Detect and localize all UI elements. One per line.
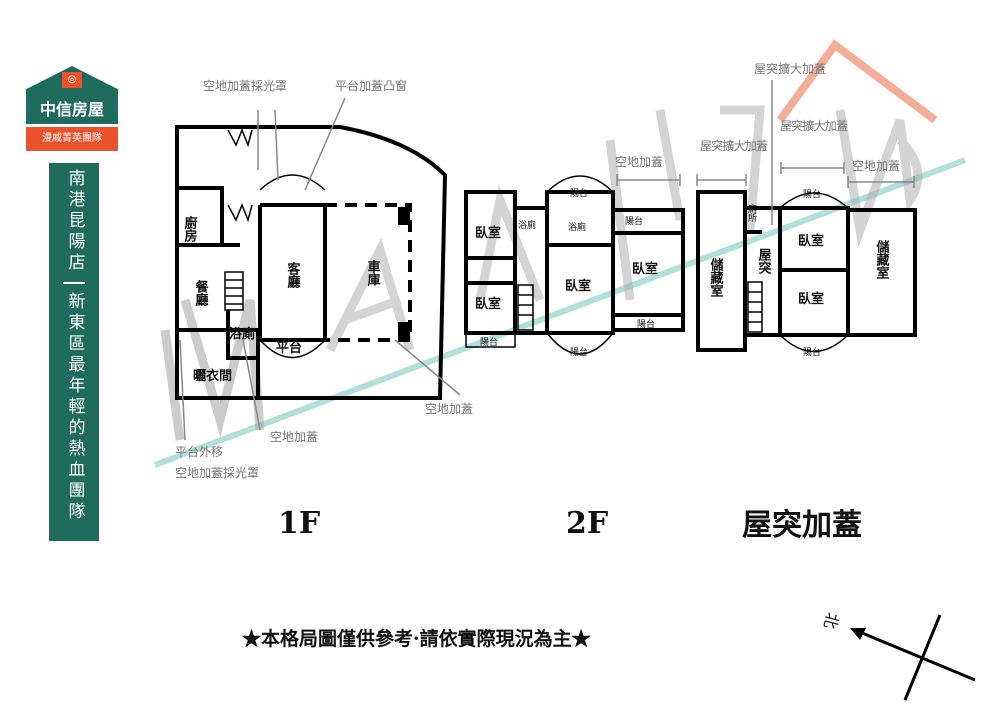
room-platform: 平台 xyxy=(276,340,302,356)
room-storage-left: 儲藏室 xyxy=(708,257,725,298)
room-bath-2f-b: 浴廁 xyxy=(568,221,586,233)
rooftop-plan: 儲藏室 儲藏室 臥室 臥室 屋突 廁所 陽台 陽台 屋突擴大加蓋 屋突擴大加蓋 … xyxy=(696,61,917,358)
note-bay-window: 平台加蓋凸窗 xyxy=(335,78,407,93)
room-kitchen: 廚房 xyxy=(182,215,198,243)
room-bedroom-2f-b: 臥室 xyxy=(475,296,501,312)
room-bedroom-2f-d: 臥室 xyxy=(632,261,658,277)
divider xyxy=(63,282,85,284)
note-expand-left: 屋突擴大加蓋 xyxy=(700,138,768,153)
note-skylight-top: 空地加蓋採光罩 xyxy=(203,79,287,93)
note-vacant-2f: 空地加蓋 xyxy=(615,155,663,169)
note-skylight-bottom: 空地加蓋採光罩 xyxy=(175,466,259,480)
floor-2-plan: 臥室 臥室 臥室 臥室 浴廁 浴廁 陽台 陽台 陽台 陽台 陽台 空地加蓋 xyxy=(464,155,685,358)
disclaimer: ★本格局圖僅供參考·請依實際現況為主★ xyxy=(242,627,591,650)
note-vacant-bottom: 空地加蓋 xyxy=(270,430,318,444)
room-bedroom-2f-a: 臥室 xyxy=(475,225,501,241)
watermark xyxy=(153,39,967,468)
title-rooftop: 屋突加蓋 xyxy=(742,508,862,543)
compass-icon: 北 xyxy=(820,611,976,701)
note-vacant-right: 空地加蓋 xyxy=(425,402,473,416)
room-storage-right: 儲藏室 xyxy=(874,239,891,280)
note-expand-top: 屋突擴大加蓋 xyxy=(754,61,826,76)
brand-name: 中信房屋 xyxy=(39,100,104,119)
title-2f: 2F xyxy=(566,506,608,541)
floor-1-plan: 廚房 餐廳 客廳 車庫 浴廁 平台 曬衣間 空地加蓋採光罩 平台加蓋凸窗 空地加… xyxy=(175,78,473,480)
stairs xyxy=(224,271,244,311)
stairs-roof xyxy=(747,281,763,333)
room-balcony-2f-right-b: 陽台 xyxy=(637,318,655,330)
logo-icon: ◎ xyxy=(62,72,82,88)
brand-logo: ◎ 中信房屋 漫威菁英團隊 xyxy=(26,66,118,151)
compass-north: 北 xyxy=(820,611,842,631)
room-balcony-roof-top: 陽台 xyxy=(803,188,821,200)
room-laundry: 曬衣間 xyxy=(193,368,232,384)
room-balcony-2f-top: 陽台 xyxy=(570,187,588,199)
store-name: 南港昆陽店 xyxy=(64,169,85,274)
room-bedroom-2f-c: 臥室 xyxy=(565,278,591,294)
room-balcony-2f-bottom: 陽台 xyxy=(570,346,588,358)
room-rooftop: 屋突 xyxy=(756,248,772,275)
room-bedroom-roof-b: 臥室 xyxy=(798,291,824,307)
room-bedroom-roof-a: 臥室 xyxy=(798,233,824,249)
room-toilet: 廁所 xyxy=(746,203,757,223)
room-bath-2f-a: 浴廁 xyxy=(518,219,536,231)
room-living: 客廳 xyxy=(285,261,301,289)
note-vacant-roof: 空地加蓋 xyxy=(852,159,900,173)
room-balcony-2f-right: 陽台 xyxy=(625,215,643,227)
stairs-2f xyxy=(517,284,534,331)
room-bath: 浴廁 xyxy=(229,326,255,342)
room-balcony-2f-left: 陽台 xyxy=(480,336,498,348)
slogan: 新東區最年輕的熱血團隊 xyxy=(64,292,85,523)
note-expand-mid: 屋突擴大加蓋 xyxy=(780,118,848,133)
room-dining: 餐廳 xyxy=(193,279,210,307)
title-1f: 1F xyxy=(278,506,320,541)
room-garage: 車庫 xyxy=(365,259,381,287)
room-balcony-roof-bottom: 陽台 xyxy=(803,346,821,358)
store-banner: 南港昆陽店 新東區最年輕的熱血團隊 xyxy=(49,163,99,541)
brand-tagline: 漫威菁英團隊 xyxy=(26,127,118,151)
note-platform-moved: 平台外移 xyxy=(175,444,223,459)
